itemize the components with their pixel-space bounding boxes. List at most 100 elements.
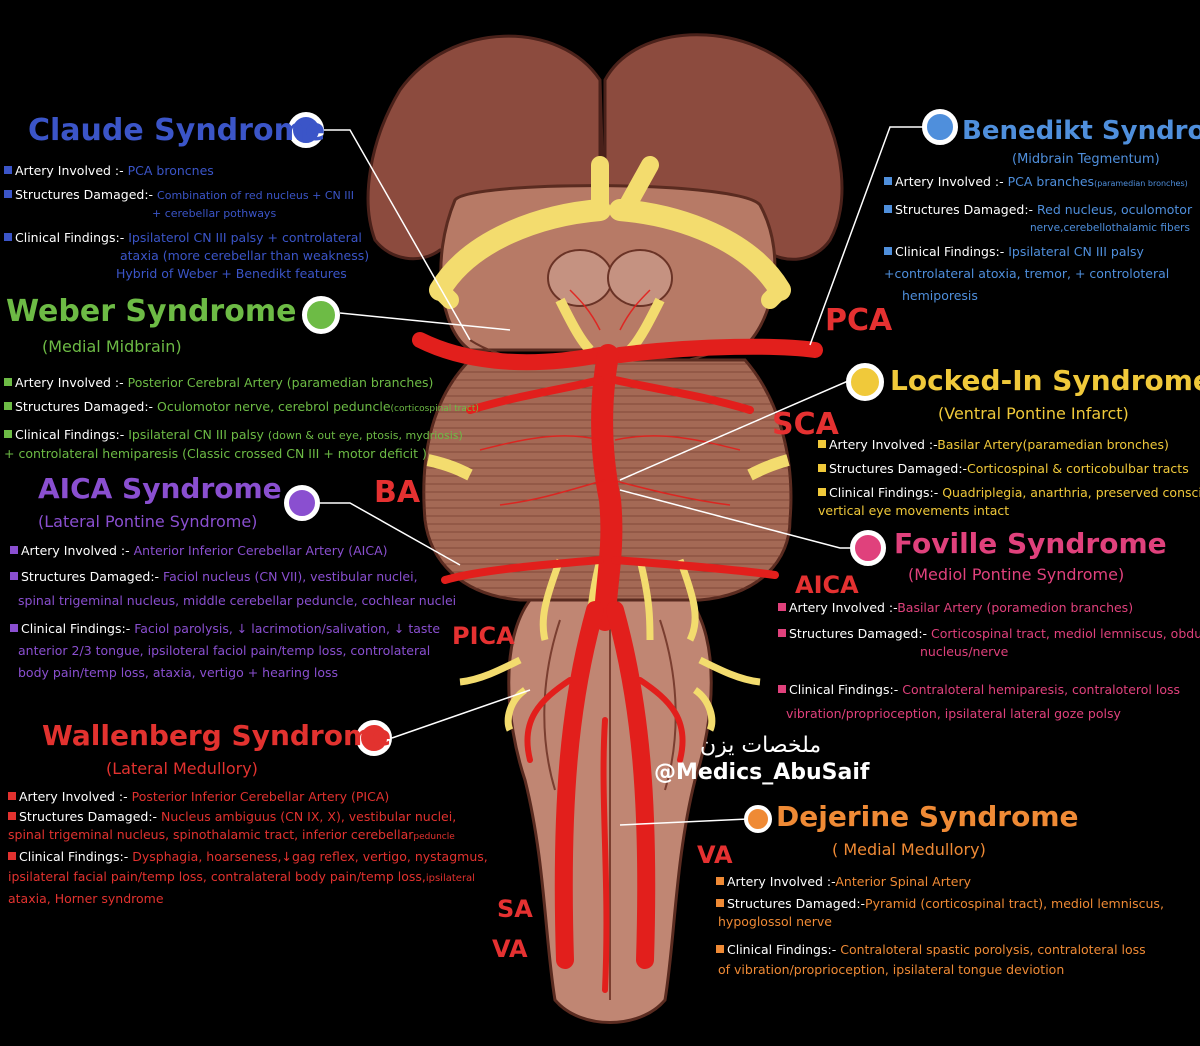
foville-structures-2: nucleus/nerve: [920, 644, 1009, 659]
benedikt-details: Artery Involved :- PCA branches(paramedi…: [884, 173, 1192, 305]
dejerine-subtitle: ( Medial Medullory): [832, 840, 986, 859]
benedikt-syndrome-block: Benedikt Syndrome (Midbrain Tegmentum): [962, 114, 1200, 170]
claude-findings-2: ataxia (more cerebellar than weakness): [120, 248, 370, 263]
weber-artery: Posterior Cerebral Artery (paramedian br…: [127, 375, 434, 390]
aica-left: [441, 556, 604, 584]
aica-structures: Faciol nucleus (CN VII), vestibular nucl…: [163, 569, 418, 584]
aica-findings-label: Clinical Findings:-: [21, 621, 131, 636]
watermark-arabic: ملخصات يزن: [700, 733, 822, 758]
artery-label-pca: PCA: [825, 303, 893, 338]
artery-label-va-left: VA: [492, 935, 528, 963]
claude-marker: [288, 112, 324, 148]
claude-structures: Combination of red nucleus + CN III: [157, 189, 354, 202]
benedikt-findings: Ipsilateral CN III palsy: [1008, 244, 1144, 259]
locked-in-findings-2: vertical eye movements intact: [818, 503, 1010, 518]
aica-findings-2: anterior 2/3 tongue, ipsiloteral faciol …: [18, 643, 431, 658]
weber-syndrome-block: Weber Syndrome (Medial Midbrain): [6, 295, 296, 357]
wallenberg-structures-2: spinal trigeminal nucleus, spinothalamic…: [8, 827, 414, 842]
aica-findings-3: body pain/temp loss, ataxia, vertigo + h…: [18, 665, 339, 680]
sca-left: [466, 376, 604, 414]
wallenberg-findings-note: ipsilateral: [425, 873, 475, 884]
wallenberg-structures-label: Structures Damaged:-: [19, 809, 158, 824]
weber-artery-label: Artery Involved :-: [15, 375, 124, 390]
dejerine-title: Dejerine Syndrome: [776, 800, 1079, 833]
dejerine-findings-2: of vibration/proprioception, ipsilateral…: [718, 962, 1065, 977]
aica-artery: Anterior Inferior Cerebellar Artery (AIC…: [133, 543, 388, 558]
va-right: [606, 601, 656, 969]
claude-structures-label: Structures Damaged:-: [15, 187, 154, 202]
wallenberg-findings-2: ipsilateral facial pain/temp loss, contr…: [8, 869, 426, 884]
wallenberg-details: Artery Involved :- Posterior Inferior Ce…: [8, 788, 488, 908]
dejerine-structures-2: hypoglossol nerve: [718, 914, 832, 929]
aica-findings: Faciol parolysis, ↓ lacrimotion/salivati…: [134, 621, 441, 636]
benedikt-marker: [922, 109, 958, 145]
weber-marker: [302, 296, 340, 334]
weber-findings: Ipsilateral CN III palsy: [128, 427, 264, 442]
locked-in-syndrome-block: Locked-In Syndrome (Ventral Pontine Infa…: [890, 364, 1200, 424]
foville-findings-2: vibration/proprioception, ipsilateral la…: [786, 706, 1121, 721]
aica-artery-label: Artery Involved :-: [21, 543, 130, 558]
benedikt-findings-label: Clinical Findings:-: [895, 244, 1005, 259]
weber-findings-2: + controlateral hemiparesis (Classic cro…: [4, 446, 427, 461]
locked-in-title: Locked-In Syndrome: [890, 364, 1200, 397]
wallenberg-findings-label: Clinical Findings:-: [19, 849, 129, 864]
foville-structures: Corticospinal tract, mediol lemniscus, o…: [931, 626, 1200, 641]
basilar-artery: [591, 344, 623, 631]
wallenberg-structures: Nucleus ambiguus (CN IX, X), vestibular …: [161, 809, 457, 824]
foville-marker: [850, 530, 886, 566]
benedikt-findings-2: +controlateral atoxia, tremor, + control…: [884, 266, 1170, 281]
artery-label-aica: AICA: [795, 571, 859, 599]
benedikt-artery: PCA branches: [1007, 174, 1095, 189]
benedikt-title: Benedikt Syndrome: [962, 116, 1200, 146]
sca-right: [611, 376, 754, 414]
weber-structures: Oculomotor nerve, cerebrol peduncle: [157, 399, 391, 414]
claude-artery-label: Artery Involved :-: [15, 163, 124, 178]
foville-artery: Basilar Artery (poramedion branches): [897, 600, 1134, 615]
locked-in-details: Artery Involved :-Basilar Artery(paramed…: [818, 436, 1200, 520]
dejerine-details: Artery Involved :-Anterior Spinal Artery…: [716, 873, 1164, 979]
wallenberg-findings-3: ataxia, Horner syndrome: [8, 891, 164, 906]
artery-label-sca: SCA: [772, 407, 839, 442]
optic-tract-right: [609, 199, 791, 301]
artery-label-ba: BA: [374, 475, 421, 510]
locked-in-structures: Corticospinal & corticobulbar tracts: [967, 461, 1189, 476]
foville-findings-label: Clinical Findings:-: [789, 682, 899, 697]
aica-right: [611, 556, 779, 579]
wallenberg-subtitle: (Lateral Medullory): [106, 759, 258, 778]
locked-in-marker: [846, 363, 884, 401]
wallenberg-findings: Dysphagia, hoarseness,↓gag reflex, verti…: [132, 849, 488, 864]
benedikt-subtitle: (Midbrain Tegmentum): [1012, 152, 1160, 167]
dejerine-marker: [744, 805, 772, 833]
foville-details: Artery Involved :-Basilar Artery (porame…: [778, 599, 1200, 723]
locked-in-artery: Basilar Artery(paramedian bronches): [937, 437, 1169, 452]
aica-syndrome-block: AICA Syndrome (Lateral Pontine Syndrome): [38, 472, 282, 532]
foville-findings: Contraloteral hemiparesis, contraloterol…: [902, 682, 1180, 697]
weber-structures-note: (corticospinal tract): [390, 404, 479, 414]
watermark-handle: @Medics_AbuSaif: [654, 760, 870, 785]
pca-left: [412, 332, 608, 371]
claude-findings-label: Clinical Findings:-: [15, 230, 125, 245]
benedikt-structures: Red nucleus, oculomotor: [1037, 202, 1193, 217]
wallenberg-title: Wallenberg Syndrome: [42, 719, 392, 752]
foville-structures-label: Structures Damaged:-: [789, 626, 928, 641]
aica-title: AICA Syndrome: [38, 472, 282, 505]
pca-right: [612, 338, 823, 363]
weber-findings-label: Clinical Findings:-: [15, 427, 125, 442]
benedikt-artery-note: (paramedian bronches): [1094, 179, 1188, 188]
claude-findings: Ipsilaterol CN III palsy + controlateral: [128, 230, 362, 245]
aica-marker: [284, 485, 320, 521]
aica-details: Artery Involved :- Anterior Inferior Cer…: [10, 542, 456, 682]
benedikt-artery-label: Artery Involved :-: [895, 174, 1004, 189]
weber-title: Weber Syndrome: [6, 294, 297, 329]
dejerine-artery-label: Artery Involved :-: [727, 874, 836, 889]
locked-in-structures-label: Structures Damaged:-: [829, 461, 968, 476]
claude-title: Claude Syndrome: [28, 113, 326, 148]
benedikt-structures-2: nerve,cerebellothalamic fibers: [1030, 222, 1190, 234]
claude-structures-2: + cerebellar pothways: [152, 207, 277, 220]
aica-subtitle: (Lateral Pontine Syndrome): [38, 512, 258, 531]
dejerine-structures-label: Structures Damaged:-: [727, 896, 866, 911]
dejerine-artery: Anterior Spinal Artery: [835, 874, 972, 889]
wallenberg-artery-label: Artery Involved :-: [19, 789, 128, 804]
artery-label-pica: PICA: [452, 622, 515, 650]
